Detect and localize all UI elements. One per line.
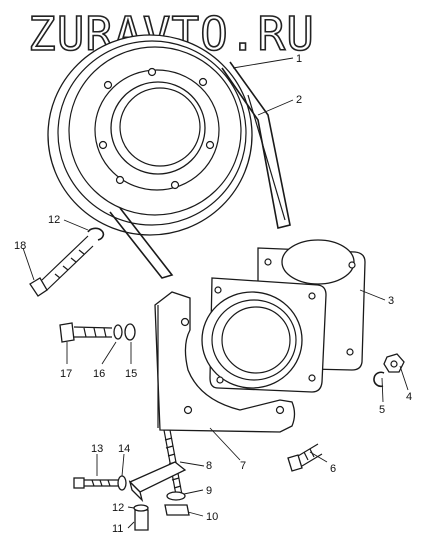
callout-13: 13: [91, 443, 103, 455]
callout-12-lower: 12: [112, 502, 124, 514]
belt: [109, 61, 291, 279]
callout-15: 15: [125, 368, 137, 380]
callout-4: 4: [406, 391, 412, 403]
bolt-13: [73, 477, 118, 489]
front-housing: [201, 277, 327, 393]
washer-12-upper: [87, 227, 105, 241]
adjusting-stud: [128, 429, 187, 503]
washer-12-lower: [133, 504, 149, 512]
callout-2: 2: [296, 94, 302, 106]
washer-5: [373, 371, 385, 388]
bolt-6: [287, 443, 323, 472]
leader-lines: [22, 57, 409, 529]
watermark-text: ZURAVTO.RU: [28, 7, 315, 61]
washer-14: [117, 475, 127, 491]
callout-8: 8: [206, 460, 212, 472]
bolt-18: [29, 235, 94, 297]
bracket: [154, 291, 296, 433]
pulley: [47, 34, 253, 236]
callout-5: 5: [379, 404, 385, 416]
callout-6: 6: [330, 463, 336, 475]
washer-15: [124, 323, 136, 341]
callout-17: 17: [60, 368, 72, 380]
callout-16: 16: [93, 368, 105, 380]
callout-9: 9: [206, 485, 212, 497]
bolt-17: [59, 322, 113, 343]
callout-7: 7: [240, 460, 246, 472]
nut-10: [164, 504, 190, 516]
callout-3: 3: [388, 295, 394, 307]
callout-10: 10: [206, 511, 218, 523]
callout-12-upper: 12: [48, 214, 60, 226]
washer-9: [166, 491, 186, 501]
callout-11: 11: [112, 523, 123, 535]
callout-1: 1: [296, 53, 302, 65]
callout-labels: 1 2 3 4 5 6 7 8 9 10 11 12 13 14 15 16 1…: [14, 53, 412, 535]
bolt-11: [134, 509, 149, 531]
washer-16: [113, 324, 123, 340]
callout-14: 14: [118, 443, 130, 455]
callout-18: 18: [14, 240, 26, 252]
